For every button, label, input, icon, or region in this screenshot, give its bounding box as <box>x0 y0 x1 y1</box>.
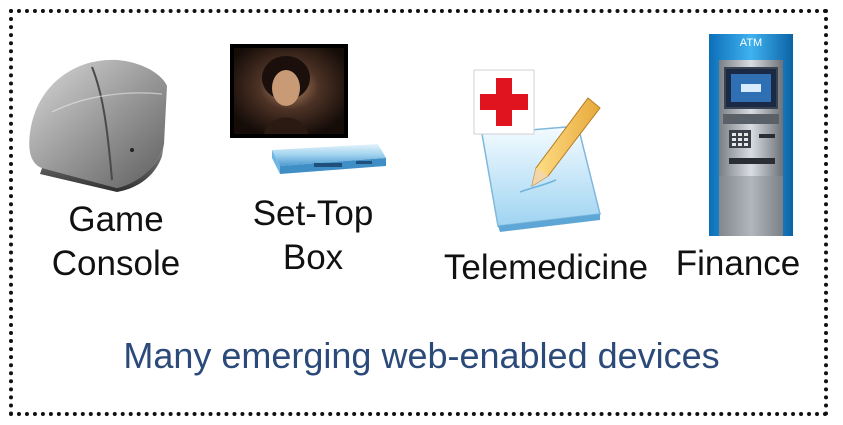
atm-sign: ATM <box>739 37 763 49</box>
dotted-frame <box>9 9 828 416</box>
atm-icon <box>709 34 793 236</box>
telemedicine-icon <box>473 69 601 232</box>
set-top-box-icon <box>230 44 386 174</box>
game-console-icon <box>29 59 168 192</box>
caption: Many emerging web-enabled devices <box>123 335 720 376</box>
device-label-set-top-box: Set-Top Box <box>252 194 374 277</box>
device-label-game-console: Game Console <box>51 200 181 283</box>
device-label-telemedicine: Telemedicine <box>443 248 649 287</box>
device-label-finance: Finance <box>675 244 801 283</box>
